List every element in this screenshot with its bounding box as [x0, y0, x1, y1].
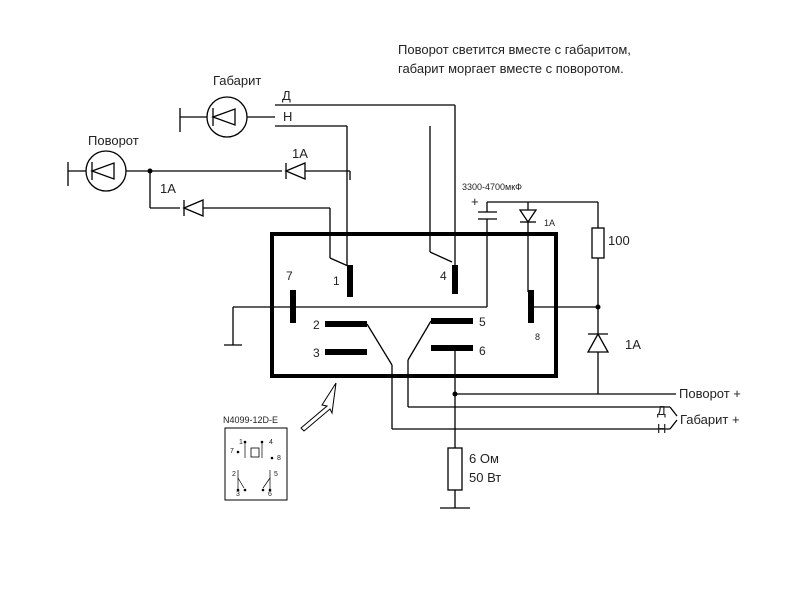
pin-label-5: 5: [479, 315, 486, 329]
wire-mark-n: Н: [283, 109, 292, 124]
load-watts: 50 Вт: [469, 470, 501, 485]
diode-upper-rating: 1А: [292, 146, 308, 161]
output-povorot: Поворот +: [679, 386, 741, 401]
svg-text:5: 5: [274, 471, 278, 478]
povorot-lamp-label: Поворот: [88, 133, 139, 148]
capacitor-plus: +: [471, 194, 479, 209]
diode-right-rating: 1А: [625, 337, 641, 352]
gabarit-lamp: [206, 96, 248, 138]
diode-1a-upper: [284, 162, 306, 180]
output-gabarit: Габарит +: [680, 412, 740, 427]
svg-text:1: 1: [239, 439, 243, 446]
diode-1a-vertical: [518, 209, 538, 224]
povorot-ground-symbol: [67, 162, 86, 186]
resistor-100: [591, 227, 605, 259]
note-line-2: габарит моргает вместе с поворотом.: [398, 61, 624, 76]
capacitor: [478, 211, 497, 220]
output-mark-d: Д: [657, 403, 666, 418]
relay-pinout-inset: 1 4 7 8 2 5 3 6: [224, 427, 288, 501]
diode-1a-lower: [182, 199, 204, 217]
svg-text:3: 3: [236, 491, 240, 498]
diode-lower-rating: 1А: [160, 181, 176, 196]
svg-text:8: 8: [277, 455, 281, 462]
pin-label-1: 1: [333, 274, 340, 288]
wire-mark-d: Д: [282, 88, 291, 103]
pin-label-7: 7: [286, 269, 293, 283]
junction-dot: [595, 304, 601, 310]
diode-vertical-rating: 1А: [544, 218, 555, 228]
relay-model-label: N4099-12D-E: [223, 415, 278, 425]
pin-label-8: 8: [535, 332, 540, 342]
load-ohms: 6 Ом: [469, 451, 499, 466]
gabarit-lamp-label: Габарит: [213, 73, 261, 88]
svg-text:6: 6: [268, 491, 272, 498]
pin-label-6: 6: [479, 344, 486, 358]
capacitor-value: 3300-4700мкФ: [462, 182, 522, 192]
relay-box: [270, 232, 558, 378]
svg-text:4: 4: [269, 439, 273, 446]
resistor-value: 100: [608, 233, 630, 248]
diode-1a-right: [586, 332, 610, 353]
note-line-1: Поворот светится вместе с габаритом,: [398, 42, 631, 57]
output-mark-n: Н: [657, 421, 666, 436]
pointer-arrow: [300, 382, 337, 432]
load-resistor: [447, 447, 463, 491]
pin-label-4: 4: [440, 269, 447, 283]
gabarit-ground-symbol: [179, 108, 207, 132]
pin-label-2: 2: [313, 318, 320, 332]
povorot-lamp: [85, 150, 127, 192]
svg-text:7: 7: [230, 448, 234, 455]
svg-text:2: 2: [232, 471, 236, 478]
pin-label-3: 3: [313, 346, 320, 360]
